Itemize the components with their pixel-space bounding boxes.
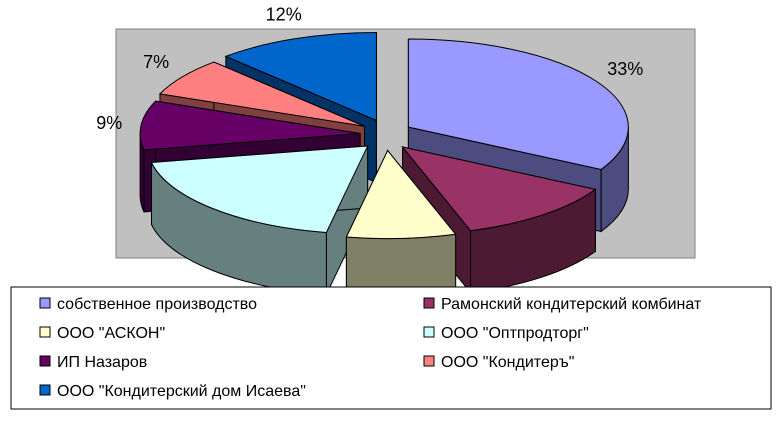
slice-value-label: 12% — [266, 5, 302, 25]
legend-label: ИП Назаров — [57, 354, 147, 371]
legend-label: собственное производство — [57, 296, 257, 313]
slice-value-label: 33% — [607, 59, 643, 79]
legend-box — [10, 286, 772, 410]
pie-slice — [345, 149, 457, 302]
legend-item: ООО "Кондитерский дом Исаева" — [39, 383, 306, 400]
legend-item: ООО "АСКОН" — [39, 325, 165, 342]
legend-swatch — [423, 297, 435, 309]
legend-label: ООО "Кондитеръ" — [441, 354, 574, 371]
legend-swatch — [39, 326, 51, 338]
pie-slice-top — [139, 100, 361, 151]
pie-slice-top — [158, 61, 365, 127]
legend-swatch — [423, 326, 435, 338]
legend-item: ИП Назаров — [39, 354, 147, 371]
legend-label: ООО "Кондитерский дом Исаева" — [57, 383, 306, 400]
legend-item: ООО "Оптпродторг" — [423, 325, 589, 342]
pie-slice-top — [345, 149, 457, 240]
legend-label: ООО "АСКОН" — [57, 325, 165, 342]
pie-slice-top — [401, 146, 597, 232]
legend-swatch — [39, 297, 51, 309]
pie-slice-top — [224, 31, 377, 122]
pie-slices — [139, 31, 629, 302]
legend-swatch — [39, 384, 51, 396]
legend-item: Рамонский кондитерский комбинат — [423, 296, 702, 313]
legend: собственное производство Рамонский кондит… — [39, 296, 702, 400]
legend-swatch — [39, 355, 51, 367]
pie-slice — [150, 145, 369, 296]
legend-label: ООО "Оптпродторг" — [441, 325, 589, 342]
pie-slice-top — [407, 38, 629, 170]
slice-value-label: 9% — [96, 113, 122, 133]
legend-swatch — [423, 355, 435, 367]
pie-slice-top — [150, 145, 369, 233]
legend-item: собственное производство — [39, 296, 257, 313]
legend-label: Рамонский кондитерский комбинат — [441, 296, 702, 313]
legend-item: ООО "Кондитеръ" — [423, 354, 574, 371]
slice-value-label: 7% — [143, 52, 169, 72]
